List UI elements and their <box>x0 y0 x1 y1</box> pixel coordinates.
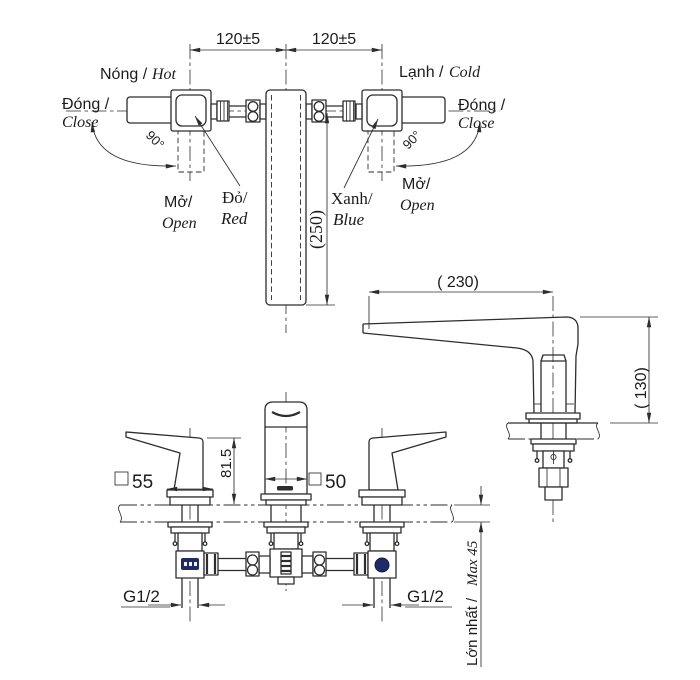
dim-120-left: 120±5 <box>189 31 287 53</box>
dim-square-55: 55 <box>114 471 214 493</box>
label-close-left-vi: Đóng / <box>62 96 110 113</box>
label-open-left-vi: Mở/ <box>164 194 193 211</box>
spout-profile <box>362 316 581 424</box>
label-cold-vi: Lạnh / <box>399 64 444 81</box>
left-hose-connector-plan <box>210 99 267 123</box>
front-left-handle <box>125 431 219 608</box>
dim-130-label: ( 130) <box>633 367 650 409</box>
angle-right-label: 90° <box>400 128 425 153</box>
dim-250-label: (250) <box>306 210 327 249</box>
dim-120-right: 120±5 <box>285 31 383 53</box>
label-blue-en: Blue <box>333 210 365 229</box>
dim-120-right-label: 120±5 <box>312 31 356 48</box>
label-open-left-en: Open <box>162 215 197 232</box>
dim-230-label: ( 230) <box>437 274 479 291</box>
front-spout <box>258 401 314 585</box>
side-under-counter-hardware <box>530 423 577 501</box>
label-red-vi: Đỏ/ <box>222 188 248 207</box>
label-hot-en: Hot <box>151 66 177 83</box>
label-blue-vi: Xanh/ <box>331 189 373 208</box>
label-cold-en: Cold <box>449 64 481 81</box>
aerator-slot <box>277 486 293 491</box>
right-handle-open-position <box>367 130 395 173</box>
dim-250: (250) <box>306 112 335 306</box>
side-view: ( 230) ( 130) <box>362 274 658 525</box>
blue-leader-line <box>343 118 379 189</box>
label-close-left-en: Close <box>62 114 98 131</box>
dim-81-5-label: 81.5 <box>218 449 235 478</box>
label-red-en: Red <box>220 209 248 228</box>
thread-size-left: G1/2 <box>121 587 225 608</box>
g12-right-label: G1/2 <box>407 587 444 606</box>
max-45-label-en: Max 45 <box>465 540 481 587</box>
tee-knurl <box>280 551 292 575</box>
spout-body-plan <box>265 89 307 306</box>
max-45-label-vi: Lớn nhất / <box>464 597 481 666</box>
label-open-right-en: Open <box>400 197 435 214</box>
dim-max-45: Lớn nhất / Max 45 <box>454 486 490 667</box>
front-view: 81.5 55 50 G1/2 G1/2 <box>114 392 490 667</box>
dim-square-50: 50 <box>264 472 346 493</box>
angle-left-label: 90° <box>143 128 168 153</box>
rotation-arc-left: 90° <box>90 121 177 169</box>
label-open-right-vi: Mở/ <box>402 176 431 193</box>
label-close-right-en: Close <box>458 115 494 132</box>
thread-size-right: G1/2 <box>342 587 452 608</box>
label-close-right-vi: Đóng / <box>458 97 506 114</box>
dim-230: ( 230) <box>368 274 554 329</box>
brand-plate-mark <box>184 562 187 566</box>
cold-indicator-dot <box>374 557 390 573</box>
left-handle-open-position <box>177 130 205 173</box>
dim-130: ( 130) <box>580 316 658 424</box>
dim-120-left-label: 120±5 <box>216 31 260 48</box>
red-leader-line <box>194 115 241 187</box>
dim-50-label: 50 <box>325 472 346 493</box>
g12-left-label: G1/2 <box>123 587 160 606</box>
brand-plate-mark <box>194 562 197 566</box>
dim-55-label: 55 <box>132 472 153 493</box>
right-handle-plan <box>361 89 446 173</box>
left-handle-plan <box>126 89 212 173</box>
brand-plate-mark <box>189 562 192 566</box>
right-hose-connector-plan <box>305 99 363 123</box>
label-hot-vi: Nóng / <box>100 66 148 83</box>
front-right-handle <box>353 431 447 608</box>
dim-81-5: 81.5 <box>207 437 241 505</box>
square-symbol-50 <box>308 472 322 486</box>
square-symbol-55 <box>114 471 129 486</box>
spout-mouth <box>271 411 301 418</box>
front-hoses <box>218 551 354 577</box>
